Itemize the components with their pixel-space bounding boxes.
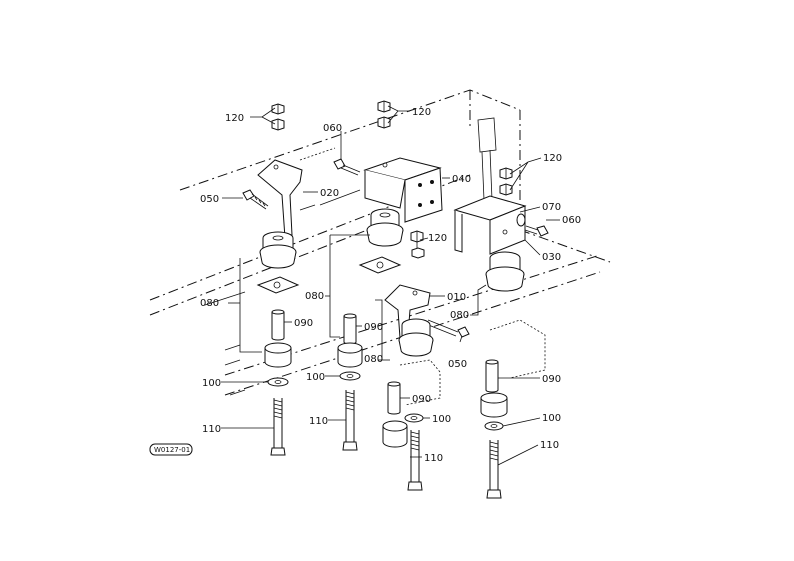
part-label-040: 040	[452, 174, 471, 185]
part-label-100: 100	[306, 372, 325, 383]
bolt-icon	[425, 319, 470, 338]
part-label-120: 120	[412, 107, 431, 118]
part-label-080: 080	[305, 291, 324, 302]
part-label-060: 060	[323, 123, 342, 134]
part-label-080: 080	[364, 354, 383, 365]
hex-nut-icon	[271, 103, 285, 115]
part-label-100: 100	[432, 414, 451, 425]
assembly-left	[242, 103, 303, 456]
hex-nut-icon	[410, 230, 424, 243]
part-label-060: 060	[562, 215, 581, 226]
hex-nut-icon	[499, 183, 513, 196]
drawing-number-badge: W0127-01	[149, 443, 193, 456]
leader-lines	[221, 105, 560, 466]
part-label-090: 090	[542, 374, 561, 385]
part-label-120: 120	[225, 113, 244, 124]
part-labels: 120 120 120 120 060 060 020 040 070 030 …	[200, 107, 581, 464]
part-label-110: 110	[202, 424, 221, 435]
part-label-070: 070	[542, 202, 561, 213]
part-label-080: 080	[450, 310, 469, 321]
part-label-080: 080	[200, 298, 219, 309]
hex-nut-icon	[377, 116, 391, 129]
bolt-icon	[333, 158, 361, 176]
part-label-120: 120	[428, 233, 447, 244]
part-label-120: 120	[543, 153, 562, 164]
assembly-middle	[333, 100, 443, 451]
bolt-icon	[242, 189, 269, 210]
hex-nut-icon	[499, 167, 513, 180]
part-label-100: 100	[202, 378, 221, 389]
part-label-110: 110	[424, 453, 443, 464]
hex-nut-icon	[377, 100, 391, 113]
part-label-110: 110	[309, 416, 328, 427]
part-label-050: 050	[200, 194, 219, 205]
hex-nut-icon	[271, 118, 285, 131]
part-label-020: 020	[320, 188, 339, 199]
part-label-100: 100	[542, 413, 561, 424]
part-label-010: 010	[447, 292, 466, 303]
assembly-center	[382, 230, 470, 491]
part-label-110: 110	[540, 440, 559, 451]
part-label-090: 090	[412, 394, 431, 405]
part-label-090: 090	[294, 318, 313, 329]
part-label-090: 090	[364, 322, 383, 333]
part-label-030: 030	[542, 252, 561, 263]
assembly-right	[453, 167, 549, 499]
bolt-icon	[524, 225, 549, 237]
drawing-number: W0127-01	[154, 446, 190, 454]
part-label-050: 050	[448, 359, 467, 370]
